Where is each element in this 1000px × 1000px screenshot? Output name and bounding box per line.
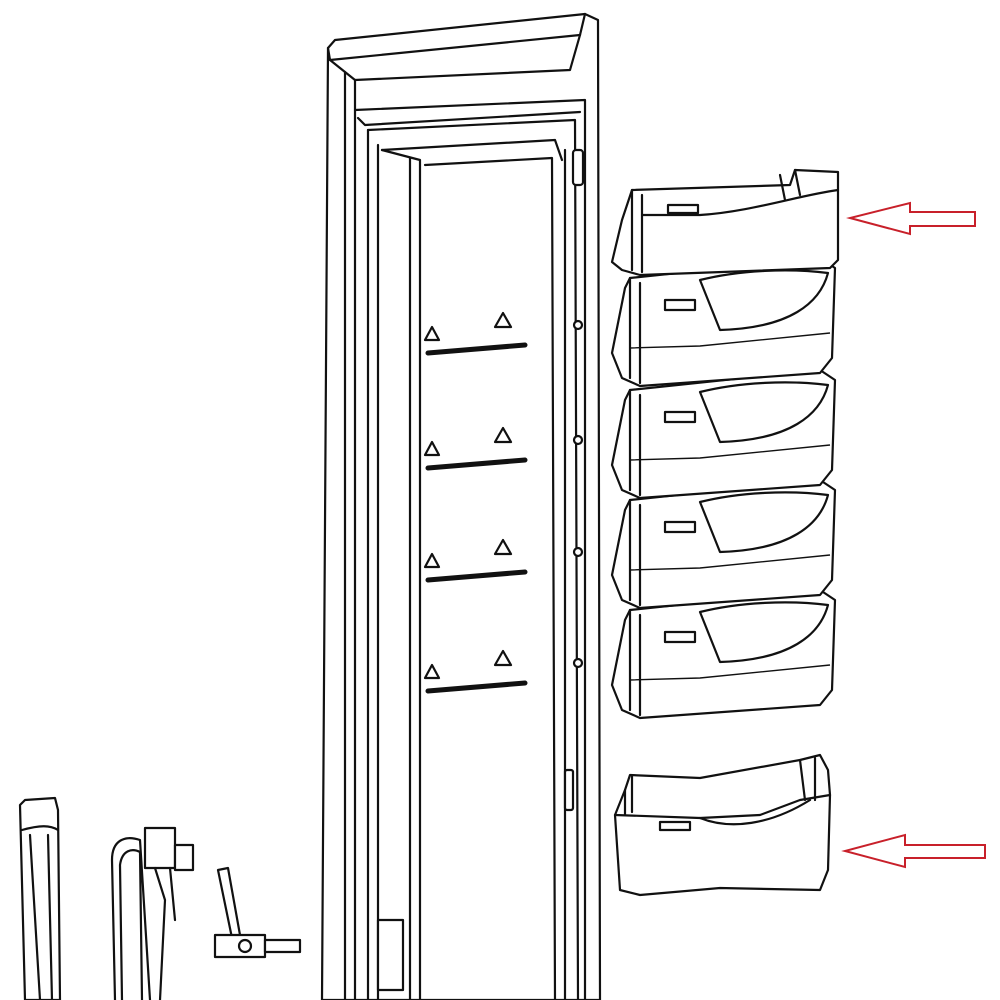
shelf-clip <box>493 538 513 556</box>
shelf-clip <box>493 426 513 444</box>
door-bin <box>610 588 837 720</box>
shelf-clip <box>423 552 441 569</box>
bottom-bin <box>613 753 832 897</box>
water-tube-assembly <box>110 826 195 1000</box>
door-bin <box>610 368 837 500</box>
shelf-clip <box>493 311 513 329</box>
shelf-clip <box>493 649 513 667</box>
arrow-top-bin <box>846 201 976 236</box>
hinge-bracket <box>213 866 302 959</box>
shelf-rod <box>425 342 528 356</box>
door-bin <box>610 478 837 610</box>
door-handle <box>18 796 62 1000</box>
shelf-clip <box>423 325 441 342</box>
liner-peg <box>572 657 584 669</box>
shelf-rod <box>425 457 528 471</box>
door-bins <box>610 168 840 720</box>
shelf-rods <box>423 311 584 694</box>
shelf-clip <box>423 440 441 457</box>
liner-peg <box>572 546 584 558</box>
liner-peg <box>572 434 584 446</box>
arrow-bottom-bin <box>841 833 986 869</box>
door-liner <box>366 118 585 1000</box>
shelf-rod <box>425 569 528 583</box>
shelf-rod <box>425 680 528 694</box>
liner-peg <box>572 319 584 331</box>
door-bin <box>610 256 837 388</box>
door-bin-top <box>610 168 840 277</box>
door-frame <box>320 12 602 1000</box>
shelf-clip <box>423 663 441 680</box>
